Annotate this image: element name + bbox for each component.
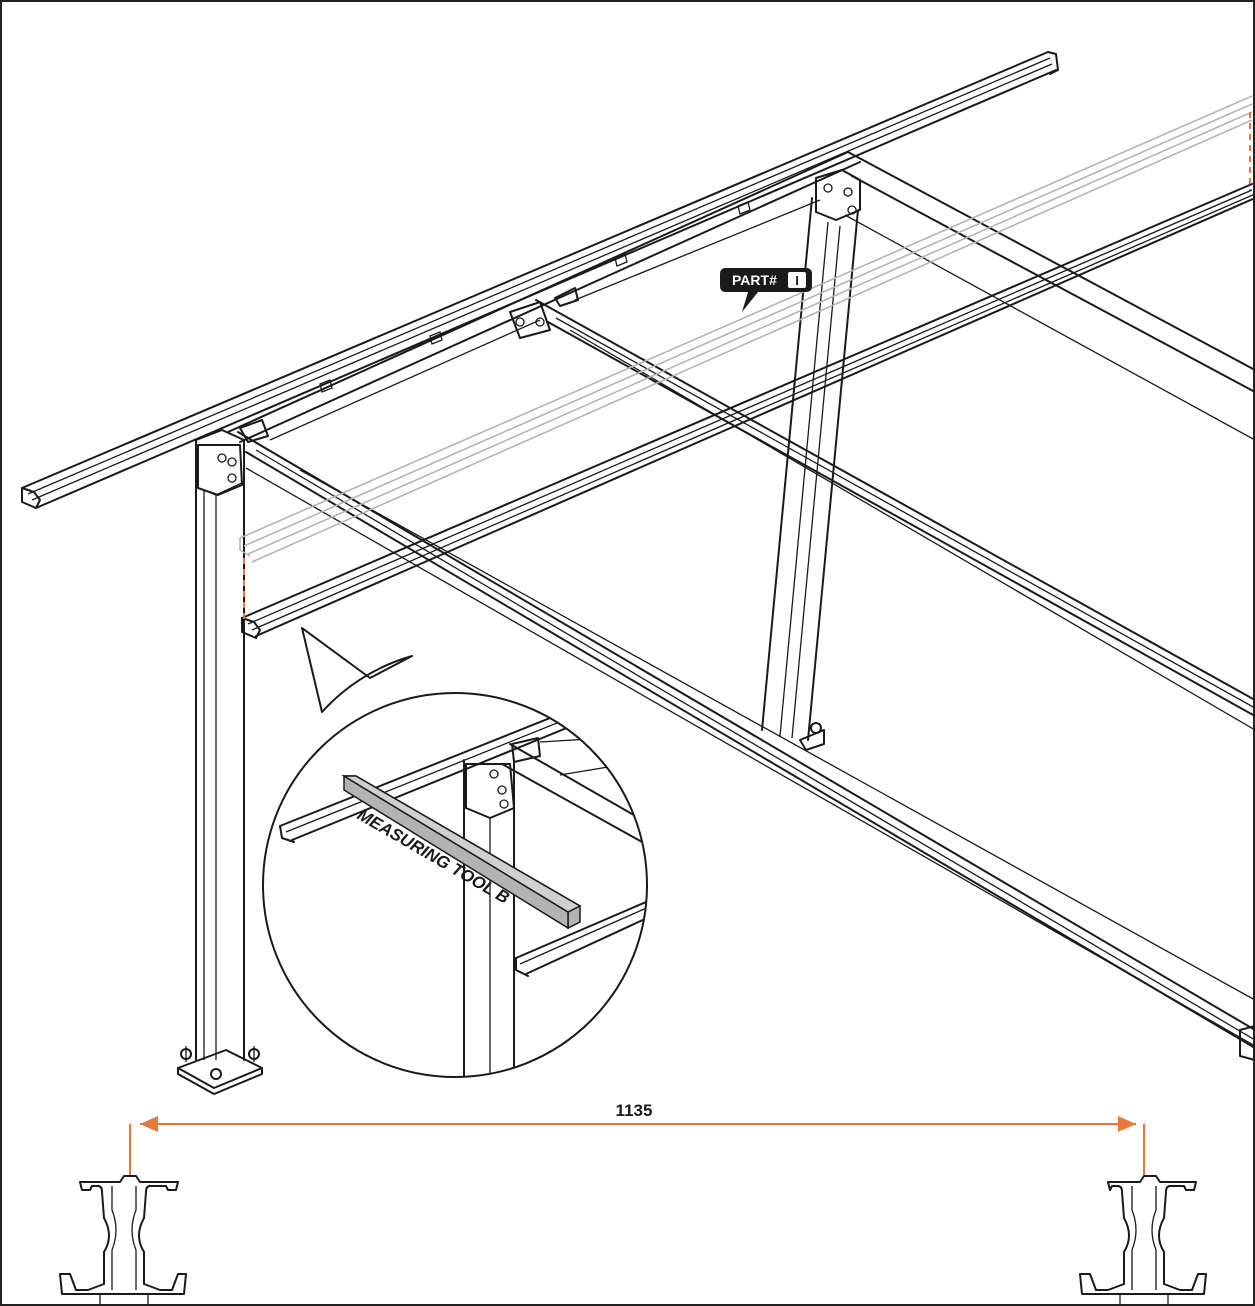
cross-beam-brackets	[239, 287, 579, 443]
left-post	[177, 429, 263, 1095]
rail-profile-right	[1079, 1175, 1207, 1304]
part-tag-prefix: PART#	[732, 272, 777, 288]
rail-profile-left	[59, 1175, 187, 1304]
dimension-value: 1135	[616, 1101, 653, 1120]
placed-rail	[241, 183, 1255, 639]
front-rail	[21, 51, 1059, 509]
part-tag-id: I	[795, 273, 799, 288]
ghost-rail	[239, 95, 1253, 563]
frame-beams	[227, 151, 1255, 1061]
dimension-line: 1135	[129, 1101, 1145, 1176]
detail-callout: MEASURING TOOL B	[262, 627, 648, 1078]
part-tag: PART# I	[720, 268, 812, 312]
